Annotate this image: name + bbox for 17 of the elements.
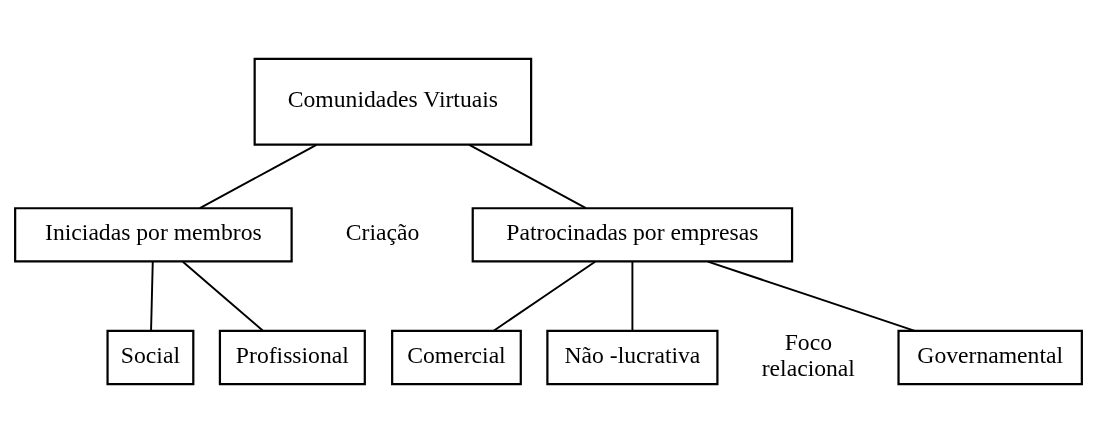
- node-box: Não -lucrativa: [546, 329, 719, 385]
- connector: [150, 260, 154, 332]
- node-box: Profissional: [218, 329, 366, 385]
- connector: [181, 260, 264, 332]
- node-box: Iniciadas por membros: [14, 206, 293, 263]
- connector: [198, 143, 318, 209]
- node-box: Social: [106, 329, 195, 385]
- connector: [468, 143, 587, 209]
- connector: [706, 260, 916, 332]
- node-box: Comunidades Virtuais: [253, 57, 533, 146]
- node-box: Governamental: [897, 329, 1083, 385]
- label: Criação: [345, 218, 420, 245]
- connector: [492, 260, 597, 332]
- label: Foco relacional: [761, 328, 855, 381]
- connector: [631, 260, 634, 332]
- node-box: Comercial: [391, 329, 522, 385]
- node-box: Patrocinadas por empresas: [471, 206, 794, 263]
